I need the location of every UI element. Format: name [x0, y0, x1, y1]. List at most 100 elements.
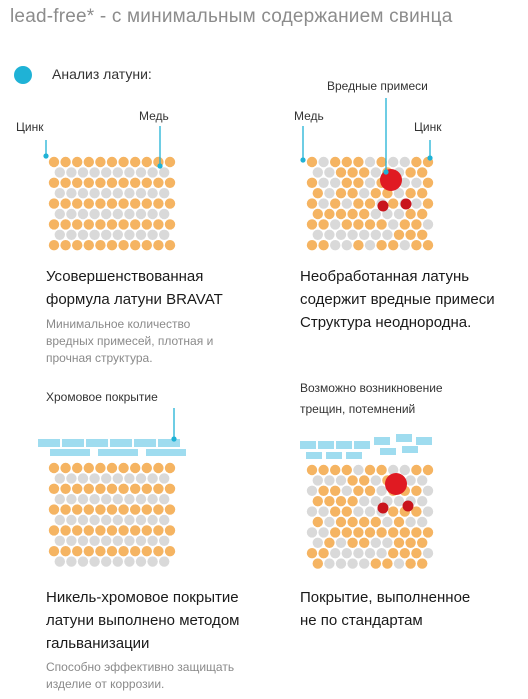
brass-atom [147, 167, 158, 178]
bad-atom [306, 464, 318, 476]
pointer-impurities-dot [383, 169, 389, 175]
brass-atom [72, 177, 83, 188]
coated-atom [112, 556, 124, 567]
raw-atom [382, 229, 393, 240]
brass-atom [164, 219, 176, 230]
bad-atom [364, 464, 376, 476]
coated-atom [77, 556, 89, 567]
coated-atom [72, 546, 83, 557]
coated-atom [164, 504, 176, 515]
brass-atom [141, 198, 152, 209]
coated-atom [118, 525, 129, 536]
raw-atom [353, 219, 364, 230]
bad-atom [411, 527, 422, 538]
raw-atom [335, 208, 347, 220]
coated-atom [124, 535, 135, 546]
raw-atom [318, 219, 329, 230]
brass-atom [89, 208, 100, 220]
brass-atom [101, 167, 112, 178]
coated-atom [66, 473, 77, 484]
coated-atom [159, 535, 170, 546]
coated-atom [159, 556, 170, 567]
bad-atom [376, 485, 387, 496]
raw-atom [330, 156, 341, 168]
brass-atom [118, 198, 129, 209]
bad-atom [324, 516, 335, 528]
coated-atom [106, 504, 118, 515]
raw-atom [364, 240, 376, 251]
bad-atom [347, 496, 358, 507]
impurity-large [380, 169, 402, 191]
bad-coating-heading: Покрытие, выполненное не по стандартам [300, 586, 470, 632]
coated-atom [60, 483, 71, 494]
coated-atom [130, 462, 141, 474]
pointer-zinc-dot [43, 153, 49, 159]
coating-block [98, 449, 120, 456]
coated-atom [147, 556, 158, 567]
coated-atom [95, 483, 106, 494]
coated-atom [164, 546, 176, 557]
pointer-zinc-raw-dot [427, 155, 433, 161]
raw-atom [335, 229, 347, 240]
coated-atom [77, 535, 89, 546]
bad-atom [353, 464, 364, 476]
raw-atom [364, 219, 376, 230]
coated-atom [164, 483, 176, 494]
bad-atom [364, 548, 376, 559]
bad-atom [312, 475, 323, 486]
brass-atom [66, 167, 77, 178]
bad-atom [347, 537, 358, 548]
bad-atom [312, 496, 323, 507]
bad-atom [405, 558, 416, 569]
raw-atom [341, 198, 352, 209]
bad-atom [324, 558, 335, 569]
page-title: lead-free* - с минимальным содержанием с… [10, 6, 453, 27]
coated-atom [48, 483, 60, 494]
coated-atom [89, 514, 100, 526]
bad-atom [393, 516, 405, 528]
coated-atom [153, 483, 164, 494]
brass-atom [112, 208, 124, 220]
brass-atom [83, 198, 95, 209]
brass-atom [164, 240, 176, 251]
brass-atom [89, 188, 100, 199]
raw-atom [312, 229, 323, 240]
bad-atom [347, 475, 358, 486]
bad-atom [422, 527, 434, 538]
raw-atom [411, 177, 422, 188]
bad-atom [422, 548, 434, 559]
brass-atom [141, 219, 152, 230]
label-copper-raw: Медь [294, 109, 324, 123]
bad-atom [353, 485, 364, 496]
bad-atom [370, 516, 381, 528]
brass-atom [48, 240, 60, 251]
coated-atom [83, 504, 95, 515]
bad-atom [422, 506, 434, 517]
coated-atom [159, 473, 170, 484]
impurity-small [400, 198, 412, 210]
coated-atom [89, 473, 100, 484]
coated-atom [48, 504, 60, 515]
bad-atom [341, 464, 352, 476]
coated-atom [101, 535, 112, 546]
coated-atom [54, 535, 65, 546]
raw-atom [318, 177, 329, 188]
raw-atom [324, 167, 335, 178]
coated-atom [72, 483, 83, 494]
raw-atom [393, 229, 405, 240]
bad-atom [335, 516, 347, 528]
brass-atom [153, 198, 164, 209]
raw-atom [318, 240, 329, 251]
bad-atom [347, 558, 358, 569]
raw-atom [324, 188, 335, 199]
bad-atom [335, 475, 347, 486]
bad-atom [341, 485, 352, 496]
brass-atom [130, 219, 141, 230]
brass-atom [118, 219, 129, 230]
brass-atom [153, 219, 164, 230]
coated-atom [60, 504, 71, 515]
brass-atom [135, 188, 147, 199]
raw-atom [347, 229, 358, 240]
coated-atom [159, 494, 170, 505]
bad-atom [364, 527, 376, 538]
